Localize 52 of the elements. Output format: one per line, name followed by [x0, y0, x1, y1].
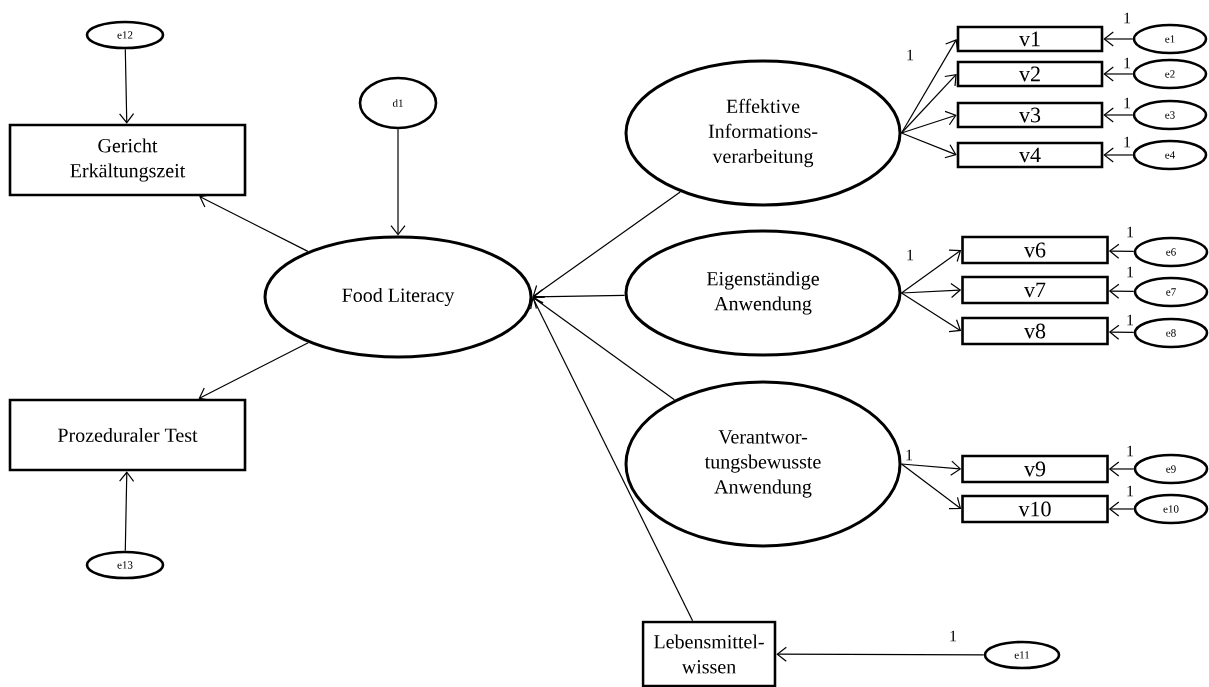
indicator-box: v8 [961, 316, 1109, 346]
arrow [1103, 66, 1134, 82]
arrow [900, 249, 962, 294]
arrow [900, 39, 959, 134]
arrow [198, 342, 309, 401]
arrow [1103, 107, 1134, 123]
indicator-box: v6 [961, 235, 1109, 265]
edge-label: 1 [907, 249, 914, 261]
arrow [1108, 243, 1135, 259]
indicator-box: v2 [956, 60, 1104, 88]
indicator-box: v4 [956, 141, 1104, 169]
edge-label: 1 [1127, 266, 1134, 278]
arrow [1108, 324, 1135, 340]
arrow [776, 646, 985, 662]
arrow [900, 463, 962, 510]
edge-label: 1 [1127, 485, 1134, 497]
indicator-box: v10 [961, 494, 1109, 524]
edge-label: 1 [1127, 314, 1134, 326]
indicator-box: v3 [956, 101, 1104, 129]
arrow [530, 297, 694, 622]
arrow [119, 48, 135, 124]
arrow [900, 132, 957, 159]
arrow [1108, 461, 1135, 477]
edge-label: 1 [1127, 226, 1134, 238]
arrow [390, 128, 406, 236]
observed-box: Lebensmittel- wissen [641, 620, 777, 687]
arrow [900, 74, 957, 134]
indicator-box: v7 [961, 275, 1109, 305]
indicator-box: v1 [956, 25, 1104, 53]
arrow [900, 110, 957, 134]
arrow [532, 296, 675, 401]
arrow [119, 471, 135, 552]
edge-label: 1 [1124, 57, 1131, 69]
arrow [1103, 147, 1134, 163]
arrow [1108, 501, 1135, 517]
arrow [1103, 31, 1134, 47]
arrow [532, 191, 681, 298]
arrow [900, 292, 962, 333]
edge-label: 1 [907, 49, 914, 61]
edge-label: 1 [1127, 445, 1134, 457]
arrow [900, 282, 962, 299]
observed-box: Gericht Erkältungszeit [8, 123, 247, 197]
observed-box: Prozeduraler Test [8, 398, 247, 472]
arrow [900, 460, 962, 476]
edge-label: 1 [950, 630, 957, 642]
indicator-box: v9 [961, 454, 1109, 484]
arrow [1108, 283, 1135, 299]
edge-label: 1 [1124, 12, 1131, 24]
edge-label: 1 [1124, 136, 1131, 148]
edge-label: 1 [1124, 97, 1131, 109]
edge-label: 1 [906, 449, 913, 461]
arrow [199, 193, 309, 252]
